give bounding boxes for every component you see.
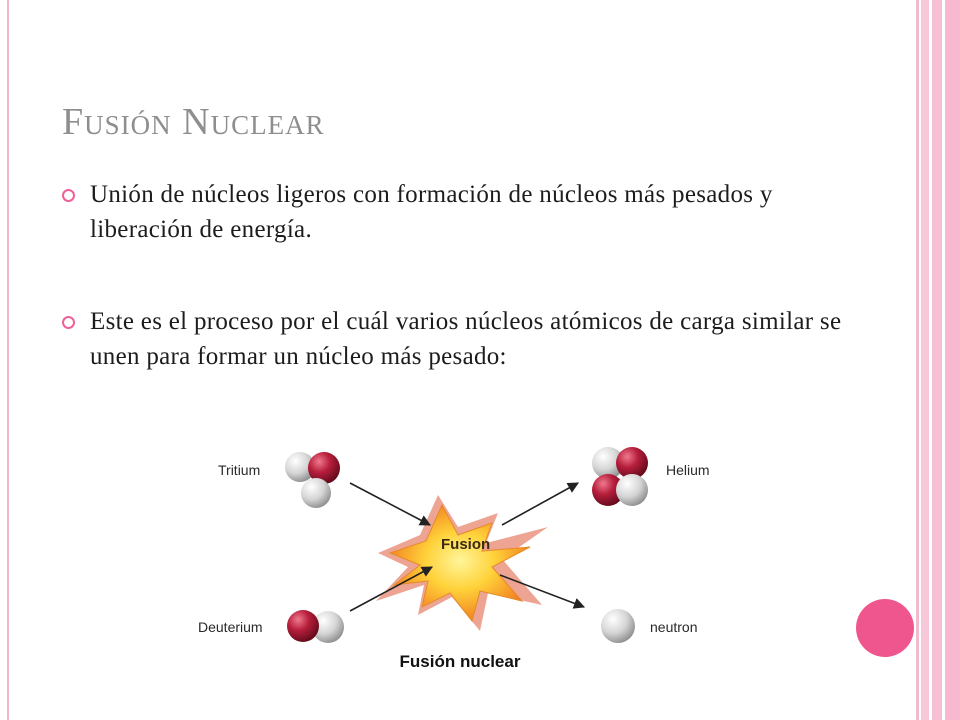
fusion-diagram: Tritium Deuterium Fusion Helium neutron … bbox=[180, 435, 740, 680]
label-deuterium: Deuterium bbox=[198, 619, 263, 635]
arrow-fusion-to-neutron bbox=[499, 574, 586, 609]
bullet-list: Unión de núcleos ligeros con formación d… bbox=[62, 177, 852, 374]
right-decorative-stripes bbox=[921, 0, 960, 720]
bullet-text: Este es el proceso por el cuál varios nú… bbox=[90, 308, 842, 370]
bullet-item: Unión de núcleos ligeros con formación d… bbox=[62, 177, 852, 247]
bullet-ring-icon bbox=[62, 316, 75, 329]
bullet-ring-icon bbox=[62, 189, 75, 202]
fusion-diagram-svg: Tritium Deuterium Fusion Helium neutron … bbox=[198, 447, 710, 671]
diagram-caption: Fusión nuclear bbox=[400, 652, 521, 671]
tritium-nucleus-icon bbox=[285, 452, 340, 508]
helium-nucleus-icon bbox=[592, 447, 648, 506]
neutron-particle-icon bbox=[601, 609, 635, 643]
arrow-tritium-to-fusion bbox=[349, 482, 431, 526]
arrow-deuterium-to-fusion bbox=[349, 566, 433, 612]
label-helium: Helium bbox=[666, 462, 710, 478]
slide-title: Fusión Nuclear bbox=[62, 101, 325, 143]
label-neutron: neutron bbox=[650, 619, 697, 635]
deuterium-nucleus-icon bbox=[287, 610, 344, 643]
fusion-burst-icon bbox=[388, 503, 531, 623]
bullet-item: Este es el proceso por el cuál varios nú… bbox=[62, 304, 852, 374]
left-frame-line bbox=[7, 0, 9, 720]
arrow-fusion-to-helium bbox=[501, 482, 579, 526]
label-fusion: Fusion bbox=[441, 536, 490, 553]
bullet-text: Unión de núcleos ligeros con formación d… bbox=[90, 181, 773, 243]
label-tritium: Tritium bbox=[218, 462, 260, 478]
decorative-pink-circle bbox=[856, 599, 914, 657]
right-frame-line bbox=[916, 0, 919, 720]
